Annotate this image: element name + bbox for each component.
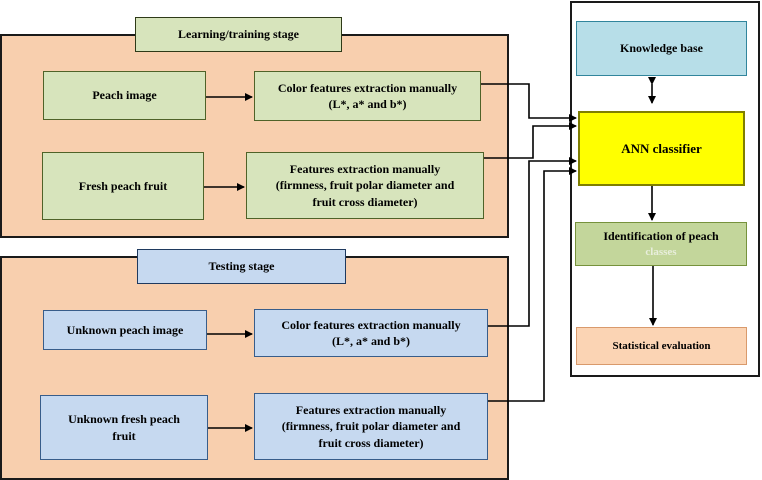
identification-faint-label: classes	[645, 245, 677, 258]
peach-image-box: Peach image	[43, 71, 206, 120]
unknown-fresh-peach-line2: fruit	[112, 428, 136, 443]
color-features-testing-line2: (L*, a* and b*)	[331, 334, 411, 348]
learning-stage-title: Learning/training stage	[135, 17, 342, 52]
features-extraction-testing-line3: fruit cross diameter)	[318, 435, 424, 450]
unknown-peach-image-box: Unknown peach image	[43, 310, 207, 350]
unknown-fresh-peach-line1: Unknown fresh peach	[68, 412, 180, 427]
identification-label: Identification of peach	[603, 229, 719, 244]
features-extraction-testing-line1: Features extraction manually	[295, 403, 447, 418]
features-extraction-line3: fruit cross diameter)	[312, 194, 418, 209]
testing-stage-title: Testing stage	[137, 249, 346, 284]
color-features-box-learning: Color features extraction manually (L*, …	[254, 71, 481, 121]
features-extraction-testing-line2: (firmness, fruit polar diameter and	[281, 419, 461, 434]
features-extraction-box-learning: Features extraction manually (firmness, …	[246, 152, 484, 219]
knowledge-base-box: Knowledge base	[576, 21, 747, 76]
features-extraction-line1: Features extraction manually	[289, 162, 441, 177]
ann-classifier-box: ANN classifier	[578, 111, 745, 186]
color-features-testing-line1: Color features extraction manually	[281, 317, 461, 332]
color-features-line2: (L*, a* and b*)	[328, 97, 407, 111]
features-extraction-box-testing: Features extraction manually (firmness, …	[254, 393, 488, 460]
color-features-line1: Color features extraction manually	[277, 80, 458, 95]
color-features-box-testing: Color features extraction manually (L*, …	[254, 309, 488, 357]
statistical-evaluation-box: Statistical evaluation	[576, 327, 747, 365]
fresh-peach-fruit-box: Fresh peach fruit	[42, 152, 204, 220]
unknown-fresh-peach-box: Unknown fresh peach fruit	[40, 395, 208, 460]
features-extraction-line2: (firmness, fruit polar diameter and	[275, 178, 455, 193]
identification-box: Identification of peach classes	[575, 222, 747, 266]
